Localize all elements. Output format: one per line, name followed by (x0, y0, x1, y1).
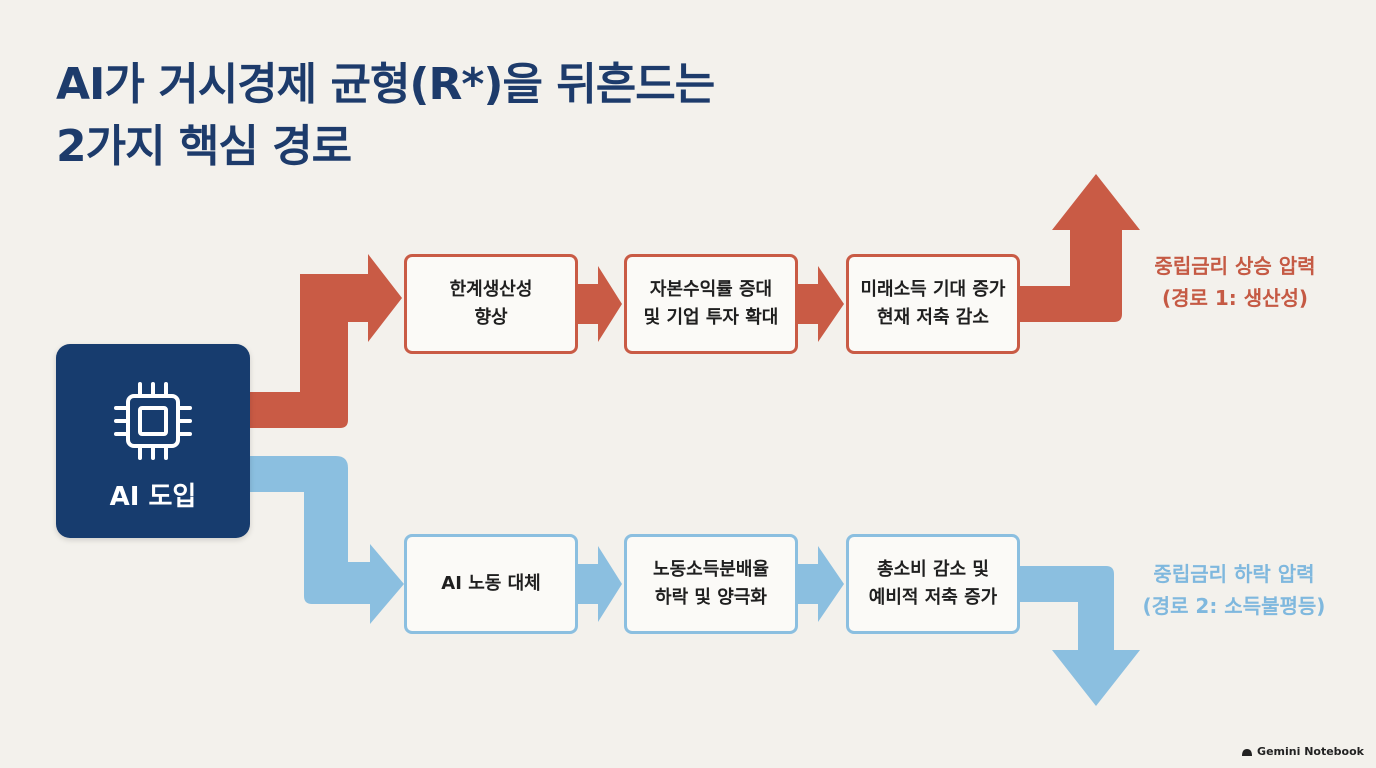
gemini-logo-icon (1242, 748, 1253, 756)
ai-adoption-label: AI 도입 (109, 482, 197, 512)
ai-adoption-node: AI 도입 (56, 344, 250, 538)
title-line-1: AI가 거시경제 균형(R*)을 뒤흔드는 (56, 59, 715, 110)
path-up-outcome-line-1: 중립금리 상승 압력 (1154, 254, 1316, 278)
path-up-outcome: 중립금리 상승 압력 (경로 1: 생산성) (1140, 250, 1330, 314)
brand-label: Gemini Notebook (1257, 745, 1364, 758)
path-down-outcome-line-2: (경로 2: 소득불평등) (1142, 594, 1326, 618)
path-down-outcome: 중립금리 하락 압력 (경로 2: 소득불평등) (1128, 558, 1340, 622)
path-down-step-1: AI 노동 대체 (404, 534, 578, 634)
path-up-step-3-label: 미래소득 기대 증가 현재 저축 감소 (860, 279, 1006, 328)
path-up-step-1: 한계생산성 향상 (404, 254, 578, 354)
cpu-chip-icon (114, 382, 192, 460)
path-down-step-3-label: 총소비 감소 및 예비적 저축 증가 (868, 559, 998, 608)
path-down-connector-2 (798, 546, 844, 622)
path-up-connector-1 (578, 266, 622, 342)
path-up-outcome-line-2: (경로 1: 생산성) (1161, 286, 1309, 310)
path-down-step-2: 노동소득분배율 하락 및 양극화 (624, 534, 798, 634)
path-down-arrows (250, 456, 1140, 706)
brand-watermark: Gemini Notebook (1241, 745, 1364, 758)
path-up-step-2: 자본수익률 증대 및 기업 투자 확대 (624, 254, 798, 354)
path-up-connector-2 (798, 266, 844, 342)
page-title: AI가 거시경제 균형(R*)을 뒤흔드는 2가지 핵심 경로 (56, 54, 715, 178)
title-line-2: 2가지 핵심 경로 (56, 121, 352, 172)
path-up-step-1-label: 한계생산성 향상 (449, 279, 533, 328)
path-down-outcome-line-1: 중립금리 하락 압력 (1153, 562, 1315, 586)
path-down-step-2-label: 노동소득분배율 하락 및 양극화 (653, 559, 769, 608)
path-up-rise-arrow (1020, 174, 1140, 322)
path-up-branch-arrow (250, 254, 402, 428)
path-down-branch-arrow (250, 456, 404, 624)
path-down-step-3: 총소비 감소 및 예비적 저축 증가 (846, 534, 1020, 634)
path-down-connector-1 (578, 546, 622, 622)
path-down-fall-arrow (1020, 566, 1140, 706)
path-down-step-1-label: AI 노동 대체 (441, 573, 541, 594)
path-up-step-2-label: 자본수익률 증대 및 기업 투자 확대 (643, 279, 779, 328)
path-up-step-3: 미래소득 기대 증가 현재 저축 감소 (846, 254, 1020, 354)
path-up-arrows (250, 174, 1140, 428)
